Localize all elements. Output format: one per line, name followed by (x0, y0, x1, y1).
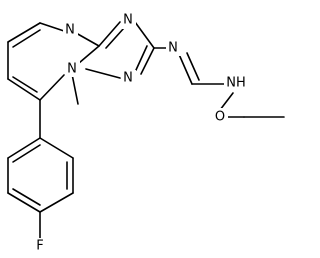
bond (7, 22, 41, 43)
atom-label-n-triazole-top: N (123, 13, 133, 28)
atom-n-bridge: N (65, 61, 80, 77)
atom-n-triazole-bottom: N (121, 70, 136, 86)
atom-n-triazole-top: N (121, 13, 136, 29)
atom-o-methoxy: O (213, 108, 228, 125)
atom-n-imine: N (166, 40, 181, 56)
atom-label-n-bridge: N (67, 62, 77, 77)
bond (105, 27, 125, 49)
atom-label-n-triazole-bottom: N (123, 71, 133, 86)
bond (85, 68, 121, 79)
atom-label-n-pyrimidine: N (65, 23, 75, 38)
bond (78, 45, 100, 64)
atom-label-o-methoxy: O (215, 110, 225, 125)
atom-f-aryl: F (33, 238, 48, 255)
atom-label-nh-amine: NH (226, 76, 246, 91)
bond (7, 192, 41, 213)
bond (135, 45, 148, 71)
bond (12, 29, 41, 48)
bond (219, 92, 234, 111)
bond (75, 32, 100, 47)
bond (177, 51, 193, 85)
bond (134, 21, 155, 49)
atom-labels: N N N N N NH O F (33, 13, 248, 255)
bond (39, 74, 65, 101)
bond (186, 52, 200, 81)
bond (39, 137, 74, 159)
bond (12, 188, 41, 206)
bond (71, 73, 79, 105)
bond (140, 47, 155, 75)
bonds (7, 21, 285, 243)
atom-label-f-aryl: F (36, 239, 43, 254)
bond (12, 76, 38, 93)
atom-n-pyrimidine: N (63, 22, 78, 38)
molecule-structure: N N N N N NH O F (7, 13, 285, 255)
bond (39, 22, 65, 32)
bond (39, 192, 74, 213)
bond (7, 137, 41, 159)
atom-nh-amine: NH (224, 74, 248, 92)
bond (98, 21, 121, 47)
bond (7, 78, 41, 101)
bond (12, 144, 41, 163)
atom-label-n-imine: N (168, 41, 178, 56)
